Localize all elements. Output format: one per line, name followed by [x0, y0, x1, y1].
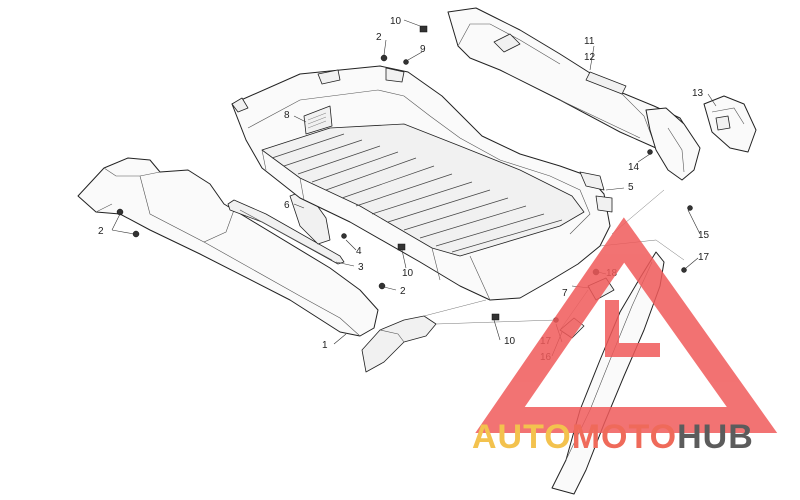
watermark-text-auto: AUTO — [472, 418, 572, 456]
watermark-triangle-icon — [475, 217, 778, 433]
callout-17: 17 — [698, 252, 710, 263]
callout-4: 4 — [356, 246, 362, 257]
callout-13: 13 — [692, 88, 704, 99]
part-corner-cap — [703, 95, 757, 153]
watermark-text: AUTOMOTOHUB — [472, 418, 754, 456]
callout-6: 6 — [284, 200, 290, 211]
fastener-clip — [397, 243, 406, 251]
callout-12: 12 — [584, 52, 596, 63]
watermark-logo — [475, 217, 778, 433]
callout-15: 15 — [698, 230, 710, 241]
cargo-floor-slats — [271, 133, 563, 253]
fastener-clip — [491, 313, 500, 321]
fastener-clip — [419, 25, 428, 33]
callout-11: 11 — [584, 36, 595, 47]
fastener-rivet — [681, 267, 687, 273]
callout-1: 1 — [322, 340, 328, 351]
callout-3: 3 — [358, 262, 364, 273]
part-bracket — [645, 107, 701, 181]
fastener-bolt — [378, 282, 386, 290]
fastener-rivet — [647, 149, 653, 155]
fastener-bolt — [116, 208, 124, 216]
callout-10: 10 — [504, 336, 516, 347]
callout-9: 9 — [420, 44, 426, 55]
fastener-bolt — [380, 54, 388, 62]
svg-text:AUTOMOTOHUB: AUTOMOTOHUB — [472, 418, 754, 456]
callout-7: 7 — [562, 288, 568, 299]
callout-2: 2 — [376, 32, 382, 43]
part-trim-strip — [227, 199, 345, 265]
fastener-rivet — [341, 233, 347, 239]
part-left-side-rail — [77, 157, 437, 373]
watermark-text-moto: MOTO — [572, 418, 677, 456]
watermark-inner-mark-icon — [605, 300, 660, 357]
leader-lines — [111, 19, 717, 357]
callout-2: 2 — [98, 226, 104, 237]
callout-8: 8 — [284, 110, 290, 121]
fastener-rivet — [403, 59, 409, 65]
part-cargo-box — [231, 65, 613, 301]
callout-2: 2 — [400, 286, 406, 297]
fastener-rivet — [687, 205, 693, 211]
watermark-text-hub: HUB — [677, 418, 754, 456]
callout-5: 5 — [628, 182, 634, 193]
callout-10: 10 — [390, 16, 402, 27]
callout-10: 10 — [402, 268, 414, 279]
callout-14: 14 — [628, 162, 640, 173]
